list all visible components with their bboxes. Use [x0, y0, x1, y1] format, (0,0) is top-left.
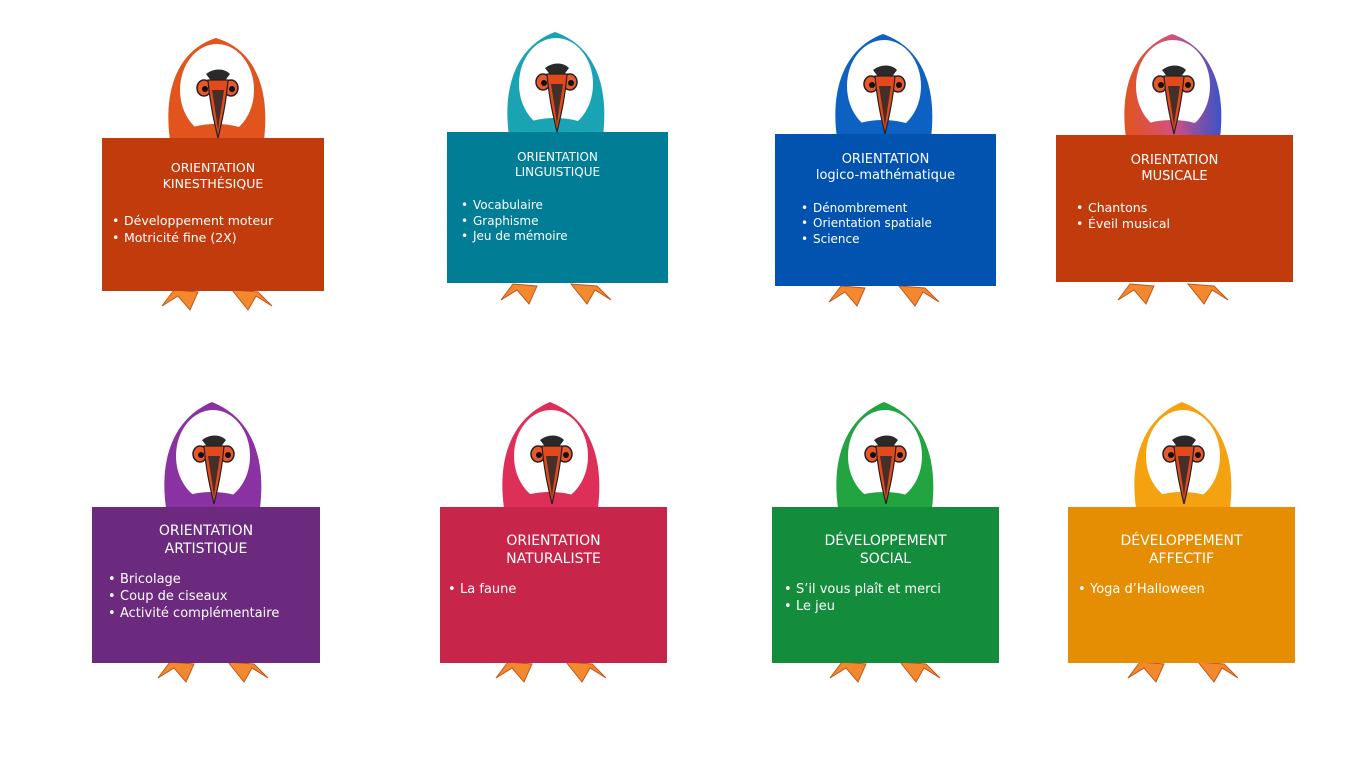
card-sign: ORIENTATION KINESTHÉSIQUE Développement … [102, 138, 324, 291]
card-title: ORIENTATION logico-mathématique [815, 152, 956, 184]
card-title: DÉVELOPPEMENT SOCIAL [824, 533, 947, 567]
card-title: ORIENTATION LINGUISTIQUE [514, 150, 601, 179]
card-sign: DÉVELOPPEMENT AFFECTIF Yoga d’Halloween [1068, 507, 1295, 663]
card-sign: ORIENTATION ARTISTIQUE Bricolage Coup de… [92, 507, 320, 663]
list-item: Activité complémentaire [108, 606, 320, 623]
card-title: ORIENTATION MUSICALE [1130, 153, 1219, 185]
list-item: Yoga d’Halloween [1078, 582, 1295, 599]
card-sign: ORIENTATION LINGUISTIQUE Vocabulaire Gra… [447, 132, 668, 283]
puffin-icon [1117, 34, 1229, 305]
puffin-icon [829, 402, 941, 683]
list-item: Développement moteur [112, 213, 324, 230]
card-list: Bricolage Coup de ciseaux Activité compl… [108, 572, 320, 623]
list-item: La faune [448, 582, 667, 599]
card-list: S’il vous plaît et merci Le jeu [784, 582, 999, 616]
list-item: Bricolage [108, 572, 320, 589]
card-title: ORIENTATION ARTISTIQUE [158, 523, 254, 557]
puffin-icon [828, 34, 940, 307]
card-sign: ORIENTATION logico-mathématique Dénombre… [775, 134, 996, 286]
puffin-card-affectif: DÉVELOPPEMENT AFFECTIF Yoga d’Halloween [1068, 398, 1295, 698]
list-item: Graphisme [461, 214, 668, 230]
list-item: Science [801, 232, 996, 248]
card-list: Vocabulaire Graphisme Jeu de mémoire [461, 198, 668, 245]
list-item: S’il vous plaît et merci [784, 582, 999, 599]
puffin-icon [500, 32, 612, 305]
card-title: ORIENTATION NATURALISTE [506, 533, 601, 567]
card-list: Yoga d’Halloween [1078, 582, 1295, 599]
card-sign: DÉVELOPPEMENT SOCIAL S’il vous plaît et … [772, 507, 999, 663]
list-item: Jeu de mémoire [461, 229, 668, 245]
card-list: Chantons Éveil musical [1076, 200, 1293, 233]
puffin-card-artistique: ORIENTATION ARTISTIQUE Bricolage Coup de… [92, 398, 320, 698]
list-item: Éveil musical [1076, 216, 1293, 233]
puffin-icon [157, 402, 269, 683]
card-sign: ORIENTATION MUSICALE Chantons Éveil musi… [1056, 135, 1293, 282]
puffin-card-logico-mathematique: ORIENTATION logico-mathématique Dénombre… [775, 28, 996, 318]
card-title: DÉVELOPPEMENT AFFECTIF [1120, 533, 1243, 567]
puffin-card-musicale: ORIENTATION MUSICALE Chantons Éveil musi… [1056, 28, 1293, 318]
card-list: Développement moteur Motricité fine (2X) [112, 213, 324, 246]
puffin-icon [495, 402, 607, 683]
list-item: Dénombrement [801, 201, 996, 217]
puffin-card-linguistique: ORIENTATION LINGUISTIQUE Vocabulaire Gra… [447, 26, 668, 316]
list-item: Vocabulaire [461, 198, 668, 214]
list-item: Motricité fine (2X) [112, 230, 324, 247]
puffin-card-naturaliste: ORIENTATION NATURALISTE La faune [440, 398, 667, 698]
list-item: Le jeu [784, 599, 999, 616]
card-sign: ORIENTATION NATURALISTE La faune [440, 507, 667, 663]
puffin-card-kinesthesique: ORIENTATION KINESTHÉSIQUE Développement … [102, 30, 324, 320]
list-item: Chantons [1076, 200, 1293, 217]
puffin-icon [161, 38, 273, 311]
card-list: Dénombrement Orientation spatiale Scienc… [801, 201, 996, 248]
puffin-card-social: DÉVELOPPEMENT SOCIAL S’il vous plaît et … [772, 398, 999, 698]
card-list: La faune [448, 582, 667, 599]
puffin-icon [1127, 402, 1239, 683]
list-item: Orientation spatiale [801, 216, 996, 232]
card-title: ORIENTATION KINESTHÉSIQUE [162, 160, 264, 191]
list-item: Coup de ciseaux [108, 589, 320, 606]
